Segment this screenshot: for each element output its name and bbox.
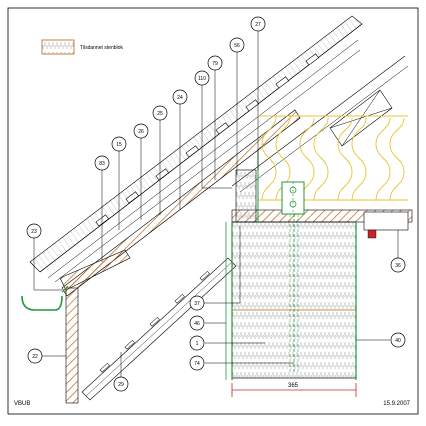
callout-56: 56 [229, 37, 245, 53]
eaves-block [59, 249, 131, 291]
footer-date: 15.9.2007 [383, 401, 410, 407]
svg-text:25: 25 [157, 111, 163, 117]
svg-text:36: 36 [395, 263, 401, 269]
roof-construction [29, 15, 363, 297]
callout-23: 23 [26, 223, 42, 239]
callouts: 27 56 79 110 24 25 26 15 83 23 22 29 37 … [26, 16, 406, 392]
svg-text:27: 27 [255, 22, 261, 28]
callout-27: 27 [250, 16, 266, 32]
svg-text:40: 40 [395, 338, 401, 344]
callout-1: 1 [189, 335, 205, 351]
callout-26: 26 [133, 123, 149, 139]
footer-left-label: VBUB [14, 401, 30, 407]
gutter-hook [61, 285, 69, 293]
inner-roof-slope [231, 55, 409, 193]
dimension-value: 365 [288, 383, 299, 389]
svg-text:46: 46 [194, 321, 200, 327]
svg-text:22: 22 [32, 354, 38, 360]
roof-line-1 [39, 23, 363, 273]
legend-label: Tilsdannet stenblok [80, 45, 123, 51]
svg-text:83: 83 [99, 161, 105, 167]
leader-lines [33, 30, 399, 377]
svg-text:26: 26 [138, 129, 144, 135]
svg-text:23: 23 [31, 229, 37, 235]
callout-110: 110 [194, 70, 210, 86]
fascia-board [65, 287, 79, 404]
callout-15: 15 [111, 136, 127, 152]
wall-plate-connection [281, 181, 305, 215]
ceiling-joist [231, 209, 413, 239]
svg-text:24: 24 [177, 95, 183, 101]
svg-text:1: 1 [196, 341, 199, 347]
svg-text:15: 15 [116, 142, 122, 148]
soffit-cladding [81, 257, 237, 401]
svg-text:29: 29 [118, 382, 124, 388]
drawing-frame [7, 7, 419, 415]
callout-79: 79 [207, 55, 223, 71]
eaves-detail [21, 249, 131, 404]
callout-74: 74 [189, 355, 205, 371]
svg-text:74: 74 [194, 361, 200, 367]
main-wall [225, 150, 357, 380]
battens [95, 53, 320, 227]
gutter [21, 295, 63, 311]
svg-text:37: 37 [194, 301, 200, 307]
legend: Tilsdannet stenblok [41, 39, 123, 55]
insulation-batts [258, 115, 408, 201]
roof-line-2 [47, 39, 359, 279]
roof-line-3 [54, 49, 361, 283]
callout-22: 22 [27, 348, 43, 364]
svg-text:110: 110 [198, 76, 206, 82]
callout-29: 29 [113, 376, 129, 392]
svg-text:56: 56 [234, 43, 240, 49]
callout-25-top: 25 [152, 105, 168, 121]
callout-36: 36 [390, 257, 406, 273]
callout-40: 40 [390, 332, 406, 348]
callout-37: 37 [189, 295, 205, 311]
callout-24: 24 [172, 89, 188, 105]
legend-swatch [41, 39, 75, 55]
svg-text:79: 79 [212, 61, 218, 67]
callout-46: 46 [189, 315, 205, 331]
dimension-line: 365 [231, 383, 357, 397]
callout-83: 83 [94, 155, 110, 171]
